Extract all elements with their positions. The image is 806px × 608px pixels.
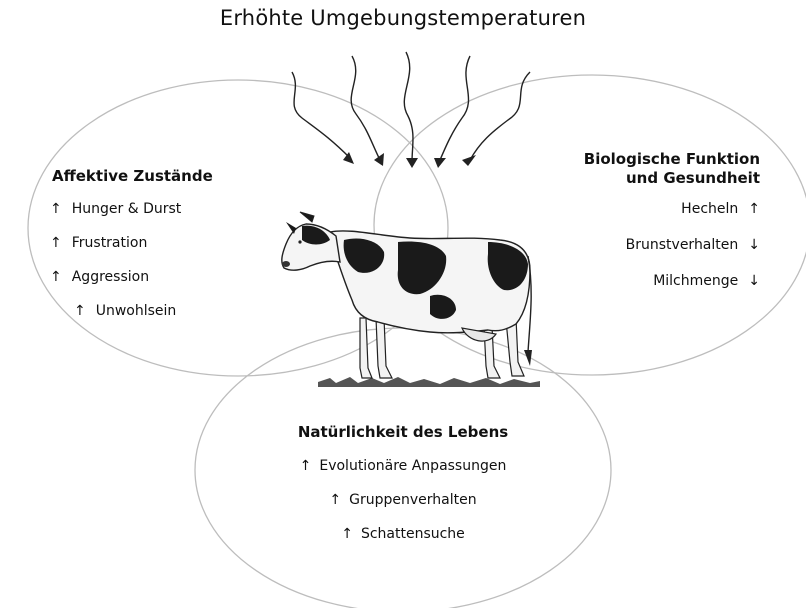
heading-line-2: und Gesundheit xyxy=(584,169,760,188)
arrow-down-icon: ↓ xyxy=(748,236,760,254)
item-label: Aggression xyxy=(72,269,149,285)
heading-affective-states: Affektive Zustände xyxy=(52,167,213,186)
cow-leg xyxy=(376,318,392,378)
list-item-discomfort: ↑ Unwohlsein xyxy=(74,302,176,320)
list-item-estrus-behavior: Brunstverhalten ↓ xyxy=(626,236,760,254)
wavy-arrow-icon xyxy=(470,72,530,160)
arrow-up-icon: ↑ xyxy=(50,268,62,286)
cow-ear xyxy=(300,212,314,222)
item-label: Gruppenverhalten xyxy=(349,492,476,508)
arrow-up-icon: ↑ xyxy=(50,234,62,252)
item-label: Milchmenge xyxy=(653,273,738,289)
heat-arrows xyxy=(292,52,530,162)
arrowhead-icon xyxy=(343,152,354,164)
heading-biological-function: Biologische Funktion und Gesundheit xyxy=(584,150,760,188)
cow-tail-tuft xyxy=(524,350,532,366)
item-label: Hecheln xyxy=(681,201,738,217)
diagram-title: Erhöhte Umgebungstemperaturen xyxy=(0,6,806,30)
cow-eye xyxy=(298,240,301,243)
arrow-up-icon: ↑ xyxy=(74,302,86,320)
item-label: Schattensuche xyxy=(361,526,465,542)
heading-naturalness-of-life: Natürlichkeit des Lebens xyxy=(0,423,806,442)
arrowhead-icon xyxy=(462,155,476,166)
list-item-aggression: ↑ Aggression xyxy=(50,268,149,286)
grass xyxy=(318,377,540,387)
list-item-milk-yield: Milchmenge ↓ xyxy=(653,272,760,290)
cow-nose xyxy=(282,261,290,267)
wavy-arrow-icon xyxy=(292,72,350,158)
cow-leg xyxy=(360,318,372,378)
cow-ear xyxy=(286,222,296,234)
arrow-up-icon: ↑ xyxy=(748,200,760,218)
item-label: Brunstverhalten xyxy=(626,237,739,253)
item-label: Unwohlsein xyxy=(96,303,177,319)
list-item-frustration: ↑ Frustration xyxy=(50,234,147,252)
heat-arrowheads xyxy=(343,152,476,168)
item-label: Evolutionäre Anpassungen xyxy=(319,458,506,474)
list-item-group-behavior: ↑ Gruppenverhalten xyxy=(0,491,806,509)
arrow-up-icon: ↑ xyxy=(341,525,353,543)
arrow-down-icon: ↓ xyxy=(748,272,760,290)
item-label: Hunger & Durst xyxy=(72,201,182,217)
arrow-up-icon: ↑ xyxy=(329,491,341,509)
list-item-hunger-thirst: ↑ Hunger & Durst xyxy=(50,200,181,218)
arrow-up-icon: ↑ xyxy=(50,200,62,218)
list-item-evolutionary-adaptations: ↑ Evolutionäre Anpassungen xyxy=(0,457,806,475)
list-item-shade-seeking: ↑ Schattensuche xyxy=(0,525,806,543)
heading-line-1: Biologische Funktion xyxy=(584,150,760,169)
item-label: Frustration xyxy=(72,235,148,251)
arrowhead-icon xyxy=(406,158,418,168)
arrowhead-icon xyxy=(374,153,384,166)
list-item-panting: Hecheln ↑ xyxy=(681,200,760,218)
arrowhead-icon xyxy=(434,158,446,168)
wavy-arrow-icon xyxy=(351,56,380,160)
arrow-up-icon: ↑ xyxy=(300,457,312,475)
